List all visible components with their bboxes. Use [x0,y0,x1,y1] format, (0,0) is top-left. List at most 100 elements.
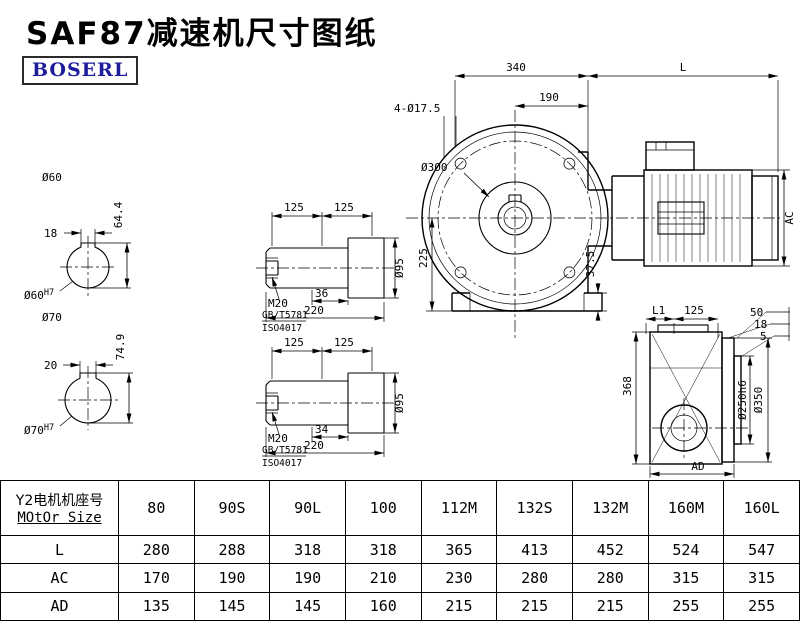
dia-spigot-label: Ø250h6 [736,380,749,420]
dim-cell: 230 [420,563,498,593]
output-flange-spigot [733,355,742,445]
dim-340: 340 [506,61,526,74]
size-col-header: 132M [571,479,649,537]
dim-cell: 215 [496,591,573,622]
housing-outline [451,151,603,312]
bolt-hole [563,266,576,279]
dim-AD: AD [691,460,704,473]
dim-125b: 125 [334,201,354,214]
fit-dia: Ø60 [24,289,44,302]
dim-125b: 125 [334,336,354,349]
dim-34: 34 [315,423,329,436]
dim-dia95: Ø95 [393,258,406,278]
housing-foot-lines [469,292,607,312]
side-housing-ribs [650,333,722,463]
fit-tolerance: H7 [44,288,54,298]
dim-cell: 452 [571,535,649,565]
side-centerlines [652,398,748,460]
front-centerlines [406,110,780,340]
dim-220: 220 [304,304,324,317]
dim-368: 368 [621,376,634,396]
dim-cell: 365 [420,535,498,565]
dim-190: 190 [539,91,559,104]
dim-18: 18 [754,318,767,331]
leader-line [271,411,280,435]
header-cn: Y2电机机座号 [15,493,104,510]
thread-label: M20 [268,297,288,310]
motor-size-table: Y2电机机座号 MOtOr Size 80 90S 90L 100 112M 1… [0,479,800,622]
size-col-header: 160M [647,479,725,537]
flange-dia-label: Ø300 [421,161,448,174]
page-title: SAF87减速机尺寸图纸 [26,16,378,52]
dim-cell: 318 [269,535,346,565]
fit-tolerance: H7 [44,423,54,433]
dim-cell: 215 [571,591,649,622]
dim-cell: 315 [723,563,800,593]
leader-line [59,415,73,427]
bore-60-keywidth: 18 [44,227,57,240]
leader-line [59,280,74,292]
logo-text: BOSERL [32,59,129,81]
dim-125: 125 [684,304,704,317]
dim-125a: 125 [284,201,304,214]
dim-L: L [680,61,687,74]
dim-5: 5 [760,330,767,343]
output-flange-plate [721,337,735,463]
bore-60-centerlines [60,236,116,296]
shaft-detail-36-view: 125 125 36 220 Ø95 M20 GB/T5781 ISO4017 [256,201,406,334]
dim-cell: 255 [723,591,800,622]
table-row-L: L 280 288 318 318 365 413 452 524 547 [0,535,800,565]
bore-70-dia-label: Ø70 [42,311,62,324]
side-view: L1 125 50 18 5 368 Ø250h6 Ø350 AD [621,304,790,478]
side-housing-cap [657,324,709,333]
bore-60-extension-lines [80,229,131,289]
bore-60-fit-label: Ø60H7 [24,288,54,302]
dim-cell: 547 [723,535,800,565]
size-col-header: 90L [269,479,346,537]
dia-flange-label: Ø350 [752,387,765,414]
standard-gb: GB/T5781 [262,445,308,456]
standard-gb: GB/T5781 [262,310,308,321]
bolt-hole [454,157,467,170]
thread-label: M20 [268,432,288,445]
dim-dia95: Ø95 [393,393,406,413]
row-label: AC [0,563,119,593]
bolt-hole [454,266,467,279]
dim-225: 225 [417,248,430,268]
dim-36: 36 [315,287,328,300]
shaft-36-extension-lines [265,212,399,322]
motor-core-lines [658,211,704,225]
size-col-header: 132S [496,479,573,537]
fit-dia: Ø70 [24,424,44,437]
bore-60-dia-label: Ø60 [42,171,62,184]
header-en: MOtOr Size [17,510,102,527]
size-col-header: 160L [723,479,800,537]
bore-70-view: Ø70 20 74.9 Ø70H7 [24,311,133,437]
size-col-header: 80 [118,479,195,537]
leader-line [271,276,280,300]
dim-AC: AC [783,211,796,224]
dim-cell: 160 [344,591,422,622]
dim-cell: 413 [496,535,573,565]
bore-60-view: Ø60 18 64.4 Ø60H7 [24,171,131,302]
bore-70-keywidth: 20 [44,359,57,372]
bore-60-height: 64.4 [112,201,125,228]
terminal-box-lines [646,142,694,151]
flange-dia-leader [463,172,490,198]
dim-cell: 255 [647,591,725,622]
dim-L1: L1 [652,304,665,317]
shaft-detail-34-view: 125 125 34 220 Ø95 M20 GB/T5781 ISO4017 [256,336,406,469]
dim-cell: 288 [193,535,271,565]
dim-cell: 135 [118,591,195,622]
dim-cell: 190 [269,563,346,593]
standard-iso: ISO4017 [262,323,302,334]
dim-cell: 215 [420,591,498,622]
dim-cell: 315 [647,563,725,593]
dim-cell: 145 [269,591,346,622]
dim-cell: 145 [193,591,271,622]
table-header-row: Y2电机机座号 MOtOr Size 80 90S 90L 100 112M 1… [0,479,800,537]
dim-cell: 190 [193,563,271,593]
dim-cell: 318 [344,535,422,565]
size-col-header: 90S [193,479,271,537]
